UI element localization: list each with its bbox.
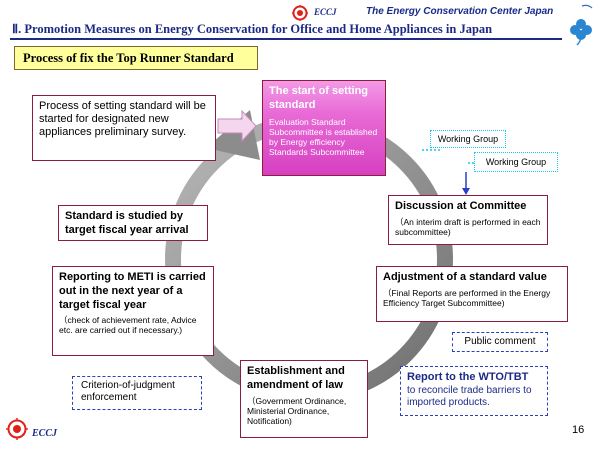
studied-box: Standard is studied by target fiscal yea… (58, 205, 208, 241)
header-org-name: The Energy Conservation Center Japan (366, 6, 554, 17)
discussion-title: Discussion at Committee (395, 200, 527, 212)
footer-logo-text: ECCJ (32, 428, 58, 439)
public-comment-box: Public comment (452, 332, 548, 352)
survey-box: Process of setting standard will be star… (32, 95, 216, 161)
criterion-box: Criterion-of-judgment enforcement (72, 376, 202, 410)
establishment-title: Establishment and amendment of law (247, 365, 345, 391)
establishment-box: Establishment and amendment of law （Gove… (240, 360, 368, 438)
working-group-2-label: Working Group (485, 157, 547, 167)
establishment-body: （Government Ordinance, Ministerial Ordin… (247, 395, 347, 426)
header-divider (10, 38, 562, 40)
clover-icon (570, 4, 593, 46)
wto-body: to reconcile trade barriers to imported … (407, 384, 532, 408)
eccj-logo-icon (292, 5, 308, 21)
survey-text: Process of setting standard will be star… (39, 100, 206, 139)
adjustment-box: Adjustment of a standard value （Final Re… (376, 266, 568, 322)
subtitle-text: Process of fix the Top Runner Standard (23, 50, 234, 65)
working-group-2: Working Group (474, 152, 558, 172)
reporting-box: Reporting to METI is carried out in the … (52, 266, 214, 356)
start-setting-body: Evaluation Standard Subcommittee is esta… (269, 116, 378, 158)
working-group-1-label: Working Group (437, 134, 499, 144)
reporting-body: （check of achievement rate, Advice etc. … (59, 315, 197, 336)
studied-text: Standard is studied by target fiscal yea… (65, 210, 189, 236)
wto-title: Report to the WTO/TBT (407, 371, 529, 383)
reporting-title: Reporting to METI is carried out in the … (59, 271, 206, 311)
start-setting-title-1: The start of setting (269, 85, 369, 97)
criterion-text: Criterion-of-judgment enforcement (81, 380, 175, 403)
start-setting-box: The start of setting standard Evaluation… (262, 80, 386, 176)
header-logo-text: ECCJ (314, 7, 337, 17)
working-group-1: Working Group (430, 130, 506, 148)
adjustment-body: （Final Reports are performed in the Ener… (383, 287, 551, 308)
start-setting-title-2: standard (269, 98, 316, 111)
page-number: 16 (572, 424, 585, 436)
slide-title: Ⅱ. Promotion Measures on Energy Conserva… (12, 22, 493, 36)
discussion-body: （An interim draft is performed in each s… (395, 216, 541, 237)
wto-box: Report to the WTO/TBT to reconcile trade… (400, 366, 548, 416)
adjustment-title: Adjustment of a standard value (383, 271, 547, 283)
discussion-box: Discussion at Committee （An interim draf… (388, 195, 548, 245)
public-comment-label: Public comment (464, 336, 536, 347)
footer-eccj-logo-icon (6, 418, 28, 440)
subtitle-banner: Process of fix the Top Runner Standard (14, 46, 258, 70)
